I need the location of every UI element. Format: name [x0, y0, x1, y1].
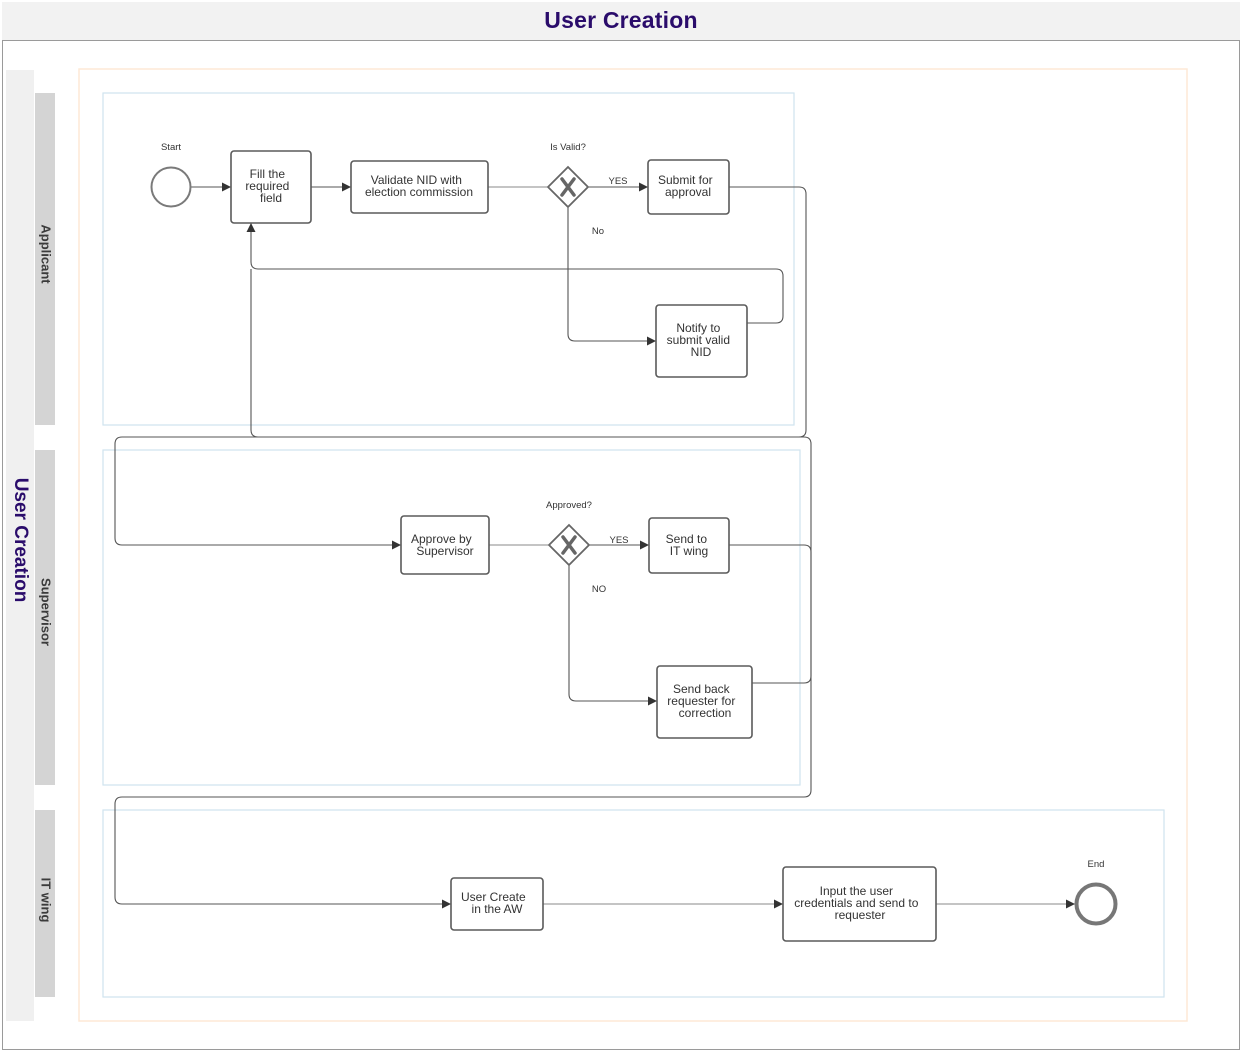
lane-label-applicant: Applicant — [39, 224, 54, 284]
flow-approved-no — [568, 565, 657, 706]
lane-header-applicant — [35, 93, 55, 425]
flow-notify-to-fill — [246, 223, 784, 324]
gateway-is-valid — [546, 165, 590, 209]
title-bar: User Creation — [2, 2, 1240, 41]
flow-isvalid-no — [567, 207, 656, 346]
flow-label-approved-yes: YES — [609, 535, 628, 546]
pool-container — [78, 68, 1188, 1022]
flow-sendback-to-fill — [250, 269, 812, 684]
flow-label-valid-yes: YES — [608, 176, 627, 187]
task-send-it-wing — [648, 517, 730, 574]
task-validate-nid — [350, 160, 489, 214]
page-title: User Creation — [544, 7, 698, 33]
task-submit-approval — [647, 159, 730, 215]
exclusive-x-icon — [561, 535, 577, 555]
lane-supervisor — [102, 449, 801, 786]
lane-label-it-wing: IT wing — [39, 878, 54, 923]
task-validate-nid-label: Validate NID with election commission — [365, 173, 473, 199]
task-input-credentials-label: Input the user credentials and send to r… — [794, 884, 921, 922]
pool-header — [6, 70, 34, 1021]
gateway-is-valid-label: Is Valid? — [550, 142, 586, 153]
gateway-approved-label: Approved? — [546, 500, 592, 511]
start-event-label: Start — [161, 142, 181, 153]
lane-header-supervisor — [35, 450, 55, 785]
pool-label: User Creation — [10, 478, 31, 603]
exclusive-x-icon — [560, 177, 576, 197]
task-notify-nid — [655, 304, 748, 378]
task-send-it-wing-label: Send to IT wing — [666, 532, 711, 558]
task-fill-required-field — [230, 150, 312, 224]
end-event — [1074, 882, 1118, 926]
task-user-create-label: User Create in the AW — [461, 890, 529, 916]
task-submit-approval-label: Submit for approval — [658, 173, 716, 199]
task-notify-nid-label: Notify to submit valid NID — [667, 321, 734, 359]
lane-applicant — [102, 92, 795, 426]
flow-sendit-to-usercreate — [114, 544, 812, 909]
lane-label-supervisor: Supervisor — [39, 578, 54, 646]
task-user-create — [450, 877, 544, 931]
task-approve-supervisor-label: Approve by Supervisor — [411, 532, 475, 558]
flow-label-valid-no: No — [592, 226, 604, 237]
start-event — [150, 166, 192, 208]
flow-label-approved-no: NO — [592, 584, 606, 595]
task-send-back-correction-label: Send back requester for correction — [667, 682, 738, 720]
task-approve-supervisor — [400, 515, 490, 575]
task-fill-required-field-label: Fill the required field — [245, 167, 292, 205]
task-send-back-correction — [656, 665, 753, 739]
lane-header-it-wing — [35, 810, 55, 997]
task-input-credentials — [782, 866, 937, 942]
gateway-approved — [547, 523, 591, 567]
end-event-label: End — [1088, 859, 1105, 870]
lane-it-wing — [102, 809, 1165, 998]
